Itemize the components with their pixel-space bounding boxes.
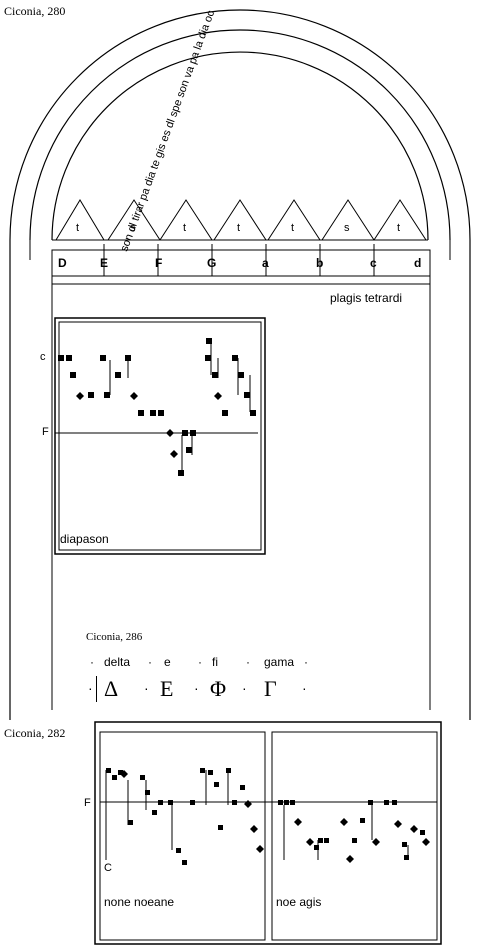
note-band (51, 249, 431, 277)
note-label: d (414, 256, 422, 270)
caption-ciconia-282: Ciconia, 282 (4, 726, 66, 740)
dot-separator: · (194, 680, 199, 696)
middle-arch (29, 29, 451, 241)
panel-1-inner-frame (58, 321, 262, 551)
greek-name: e (164, 655, 171, 669)
greek-name: delta (104, 655, 131, 669)
dot-separator: · (302, 680, 307, 696)
mode-title: plagis tetrardi (330, 291, 403, 305)
panel-bottom-right-label: noe agis (276, 895, 322, 909)
panel-bottom-notes (106, 768, 430, 865)
note-label: G (207, 256, 217, 270)
pitch-label-f-bottom: F (84, 797, 91, 809)
interval-label: t (291, 222, 295, 234)
dot-separator: · (144, 680, 149, 696)
greek-letter-phi: Φ (210, 676, 227, 701)
dot-separator: · (246, 655, 250, 669)
dot-separator: · (304, 655, 308, 669)
note-label: E (100, 256, 109, 270)
dot-separator: · (242, 680, 247, 696)
note-band-ticks (103, 244, 375, 276)
greek-name: fi (212, 655, 218, 669)
pitch-label-c-bottom: C (104, 862, 112, 874)
note-label: F (155, 256, 163, 270)
panel-1-frame (54, 317, 266, 555)
interval-label: s (130, 222, 136, 234)
panel-bottom-stems (105, 770, 409, 860)
caption-ciconia-286: Ciconia, 286 (86, 631, 143, 643)
interval-triangles (55, 199, 427, 241)
panel-bottom-frame (94, 721, 442, 945)
interval-label: t (237, 222, 241, 234)
panel-bottom-left-frame (99, 731, 266, 941)
note-label: a (262, 256, 269, 270)
pitch-label-c: c (40, 351, 46, 363)
bar-line (96, 676, 97, 702)
interval-label: t (76, 222, 80, 234)
greek-letter-epsilon: Ε (160, 676, 174, 701)
greek-letter-gamma: Γ (264, 676, 277, 701)
panel-1-label: diapason (60, 532, 109, 546)
inner-arch (51, 51, 429, 241)
panel-1-notes (58, 338, 256, 476)
panel-1-stems (109, 340, 251, 470)
dot-separator: · (198, 655, 202, 669)
pitch-label-f: F (42, 426, 49, 438)
caption-ciconia-280: Ciconia, 280 (4, 4, 66, 18)
dot-separator: · (90, 655, 94, 669)
note-label: c (370, 256, 377, 270)
note-label: D (58, 256, 67, 270)
dot-separator: · (148, 655, 152, 669)
greek-name: gama (264, 655, 295, 669)
panel-bottom-left-label: none noeane (104, 895, 175, 909)
greek-letter-delta: Δ (104, 676, 119, 701)
interval-label: t (397, 222, 401, 234)
interval-label: t (183, 222, 187, 234)
note-label: b (316, 256, 324, 270)
interval-label: s (344, 222, 350, 234)
panel-bottom-right-frame (271, 731, 438, 941)
dot-separator: · (88, 680, 93, 696)
outer-arch (9, 9, 471, 720)
